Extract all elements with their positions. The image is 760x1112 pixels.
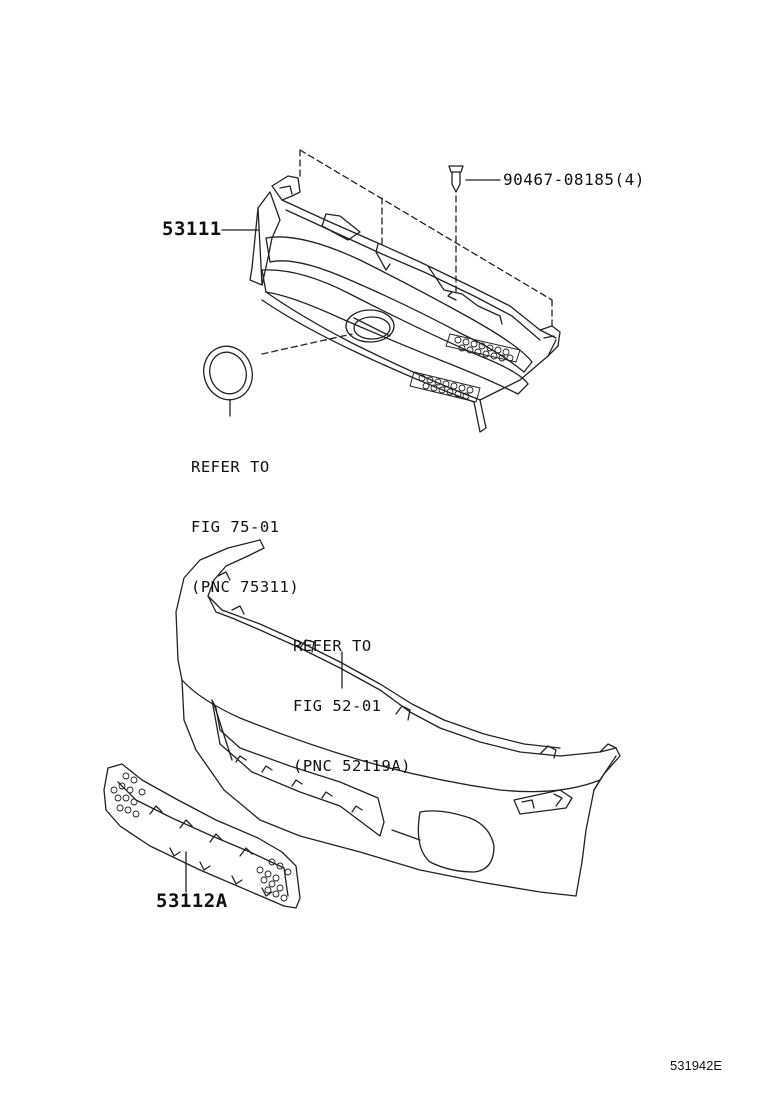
radiator-grille: [249, 175, 561, 433]
bumper-ref-line-2: FIG 52-01: [293, 697, 382, 715]
illustration-code: 531942E: [670, 1058, 723, 1073]
front-bumper: [175, 539, 621, 897]
part-number-53111: 53111: [162, 218, 222, 240]
emblem-ref-line-2: FIG 75-01: [191, 518, 280, 536]
bumper-ref-line-1: REFER TO: [293, 637, 372, 655]
part-number-clip: 90467-08185(4): [503, 170, 645, 189]
emblem-ref-line-1: REFER TO: [191, 458, 270, 476]
emblem-ref-line-3: (PNC 75311): [191, 578, 300, 596]
bumper-reference: REFER TO FIG 52-01 (PNC 52119A): [293, 596, 411, 816]
bumper-ref-line-3: (PNC 52119A): [293, 757, 411, 775]
clip-alignment-lines: [261, 149, 553, 355]
lower-grille: [103, 763, 301, 909]
emblem-ring: [203, 345, 253, 417]
clip-fastener: [448, 165, 501, 193]
part-number-53112A: 53112A: [156, 890, 228, 912]
emblem-reference: REFER TO FIG 75-01 (PNC 75311): [191, 417, 299, 637]
